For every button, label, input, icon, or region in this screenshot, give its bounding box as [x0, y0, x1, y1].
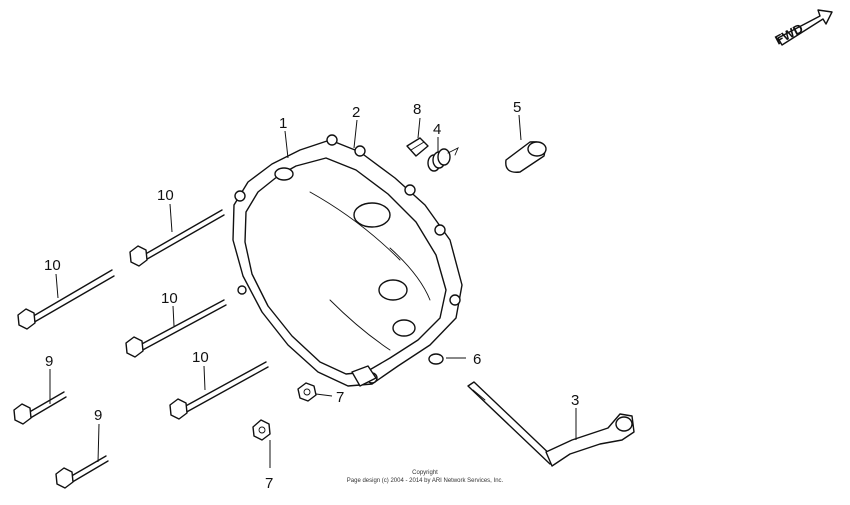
callout-4: 4: [433, 121, 441, 138]
dowel-pin: [505, 141, 547, 173]
callout-10-lower: 10: [192, 349, 209, 366]
callout-7-upper: 7: [336, 389, 344, 406]
callout-5: 5: [513, 99, 521, 116]
callout-7-lower: 7: [265, 475, 273, 492]
bolt-10-left: [17, 269, 115, 330]
fwd-label: FWD: [772, 21, 805, 48]
bolt-9-lower: [55, 455, 109, 489]
spring-part: [427, 147, 459, 172]
nut-upper: [297, 382, 317, 402]
callout-9-lower: 9: [94, 407, 102, 424]
callout-1: 1: [279, 115, 287, 132]
clutch-cover: [232, 134, 463, 387]
copyright-line-1: Copyright: [412, 470, 438, 476]
callout-labels: 1 2 3 4 5 6 7 7 8 9 9 10 10 10 10: [44, 99, 579, 492]
callout-10-top: 10: [157, 187, 174, 204]
bolt-10-mid: [125, 299, 227, 358]
washer-part: [428, 353, 444, 365]
fwd-arrow-icon: FWD: [772, 9, 833, 48]
clutch-lifter: [467, 381, 635, 467]
callout-9-upper: 9: [45, 353, 53, 370]
copyright-line-2: Page design (c) 2004 - 2014 by ARI Netwo…: [347, 478, 504, 484]
callout-8: 8: [413, 101, 421, 118]
callout-3: 3: [571, 392, 579, 409]
bolt-10-top: [129, 209, 225, 267]
callout-10-left: 10: [44, 257, 61, 274]
callout-10-mid: 10: [161, 290, 178, 307]
leader-lines: [49, 114, 577, 468]
nut-lower: [252, 419, 271, 441]
clip-part: [406, 137, 429, 157]
bolt-10-lower: [169, 361, 269, 420]
bolt-9-upper: [13, 391, 67, 425]
callout-6: 6: [473, 351, 481, 368]
callout-2: 2: [352, 104, 360, 121]
